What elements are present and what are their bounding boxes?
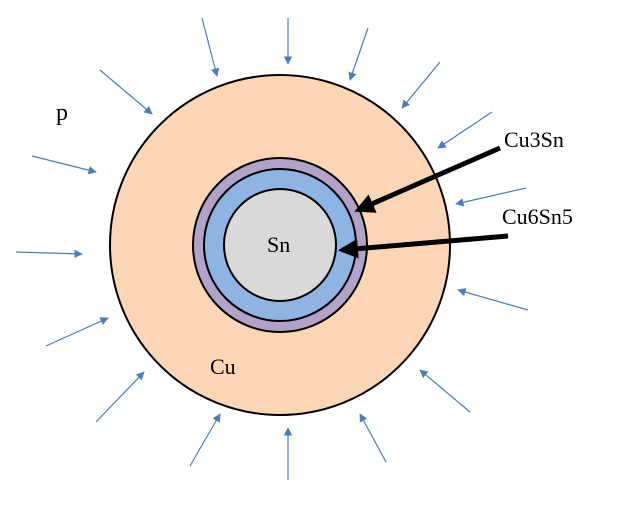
tin-label: Sn [267, 232, 290, 257]
pressure-arrow [189, 413, 221, 467]
cu3sn-label: Cu3Sn [504, 127, 564, 152]
cu6sn5-pointer-arrow [338, 233, 509, 259]
pressure-arrow [45, 317, 109, 347]
tin-core-circle [223, 188, 337, 302]
pressure-label: p [56, 100, 68, 126]
cu6sn5-label: Cu6Sn5 [502, 204, 573, 229]
copper-label: Cu [210, 354, 236, 379]
pressure-arrow [359, 413, 387, 463]
pressure-arrow [455, 187, 527, 207]
cu3sn-pointer-arrow [354, 145, 502, 213]
pressure-arrow [437, 111, 493, 149]
pressure-arrow [31, 155, 97, 175]
pressure-arrow [401, 61, 441, 109]
pressure-arrow [99, 69, 153, 115]
pressure-arrow [419, 369, 471, 413]
pressure-arrow [457, 288, 529, 311]
pressure-arrow [201, 17, 220, 77]
pressure-arrow [348, 27, 369, 81]
pressure-arrows [15, 17, 529, 480]
pressure-arrow [15, 249, 83, 258]
pressure-arrow [95, 371, 145, 423]
